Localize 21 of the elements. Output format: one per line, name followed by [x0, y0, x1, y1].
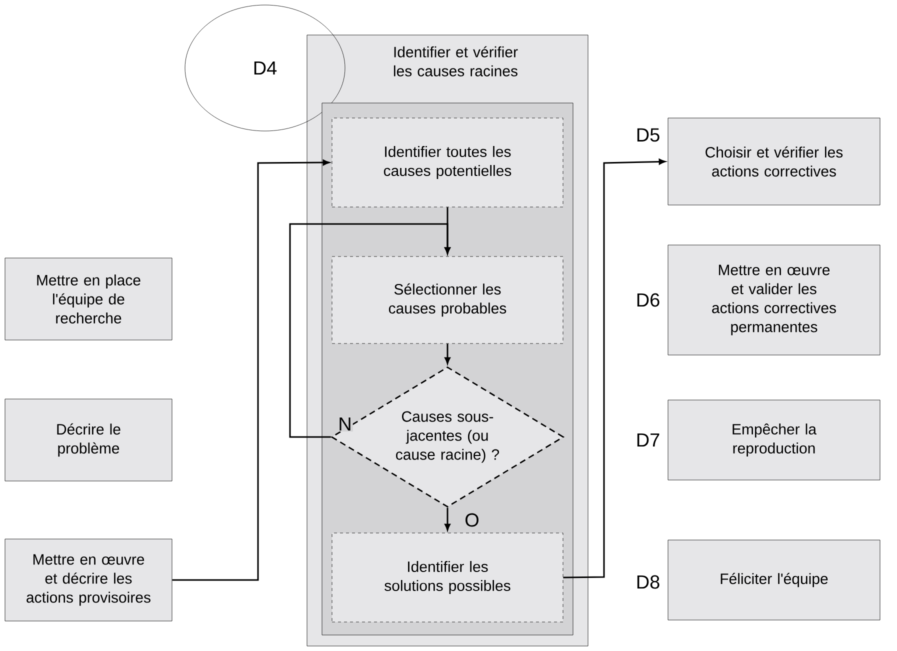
arrow: [289, 223, 450, 438]
process-box: Identifier toutes les causes potentielles: [332, 118, 564, 208]
step-label: D6: [637, 293, 660, 307]
edge-label: O: [464, 512, 480, 528]
arrow: [172, 160, 330, 581]
process-box: Empêcher la reproduction: [668, 400, 880, 480]
arrow: [563, 158, 666, 578]
process-box: Choisir et vérifier les actions correctives: [668, 118, 880, 206]
process-box: Féliciter l'équipe: [668, 540, 880, 620]
step-label: D7: [637, 433, 660, 447]
step-label: D8: [637, 575, 660, 589]
process-box: Mettre en œuvre et décrire les actions provisoires: [4, 538, 172, 622]
arrow: [444, 508, 450, 531]
step-label: D5: [637, 128, 660, 142]
process-box: Mettre en place l'équipe de recherche: [4, 258, 172, 340]
process-box: Décrire le problème: [4, 398, 172, 482]
edge-label: N: [337, 416, 353, 432]
process-box: Identifier les solutions possibles: [332, 532, 564, 622]
process-box: Mettre en œuvre et valider les actions correctives permanentes: [668, 244, 880, 356]
process-box: Sélectionner les causes probables: [332, 256, 564, 344]
arrow: [444, 344, 450, 364]
